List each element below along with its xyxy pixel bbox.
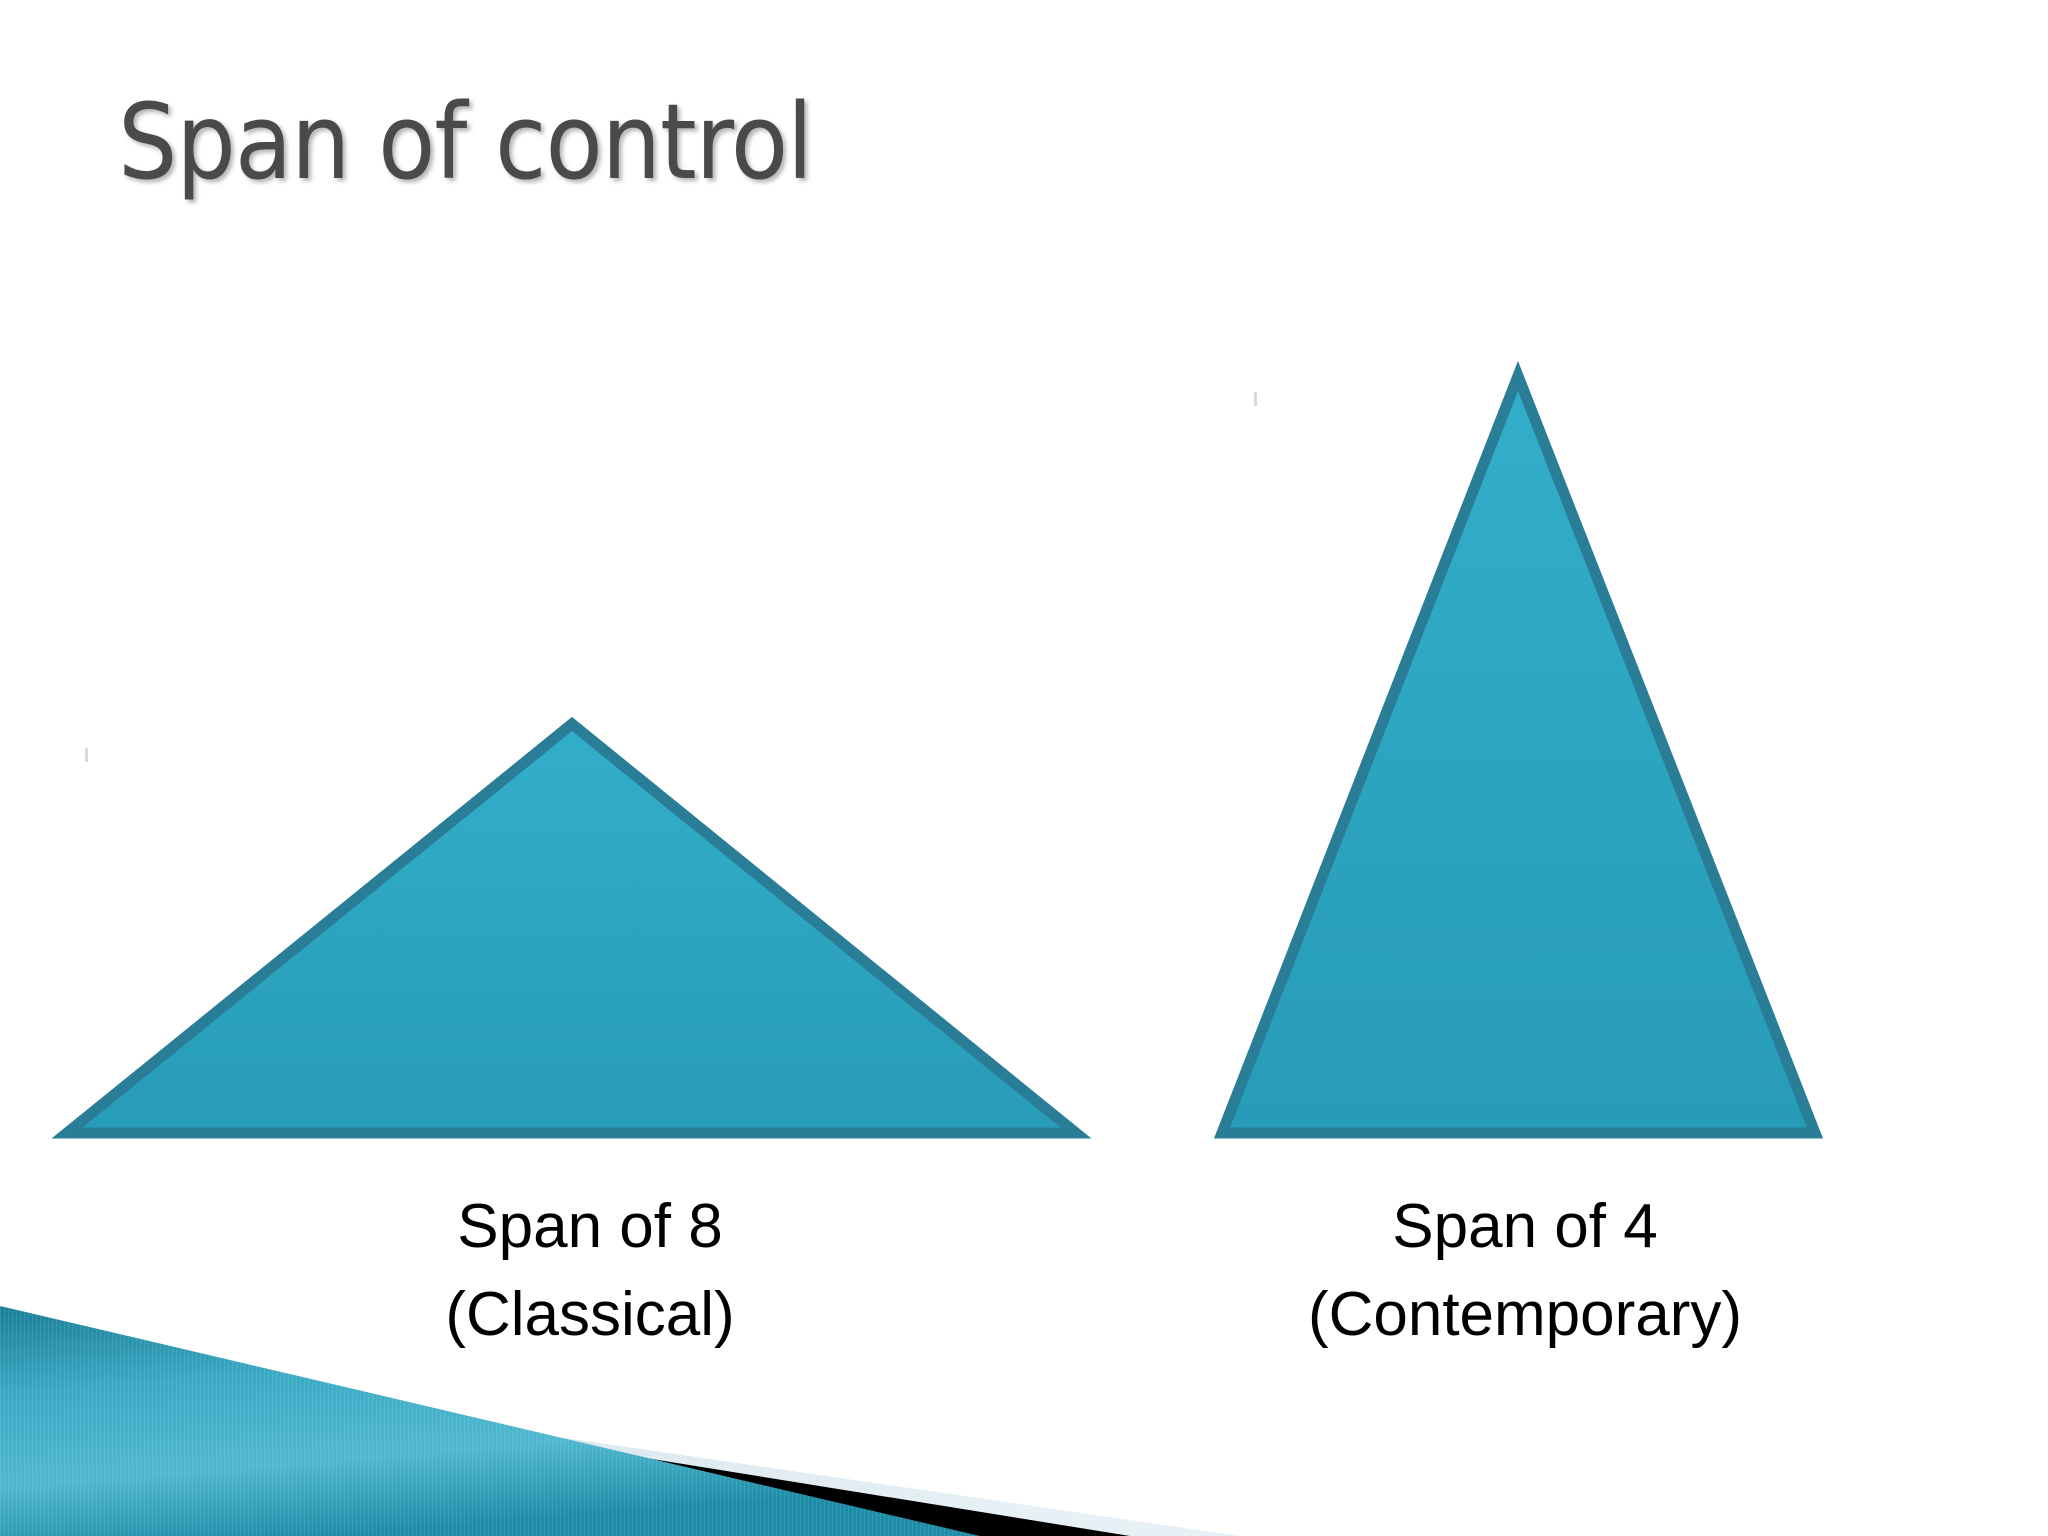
caption-left-line-2: (Classical) [445, 1280, 735, 1350]
span-of-4-triangle [1213, 360, 1824, 1139]
corner-pale-band [0, 1356, 1240, 1536]
caption-span-of-8: Span of 8 (Classical) [290, 1183, 890, 1359]
corner-black-stripe [0, 1354, 1130, 1536]
caption-left-line-1: Span of 8 [457, 1192, 723, 1261]
caption-right-line-1: Span of 4 [1392, 1192, 1658, 1261]
caption-span-of-4: Span of 4 (Contemporary) [1215, 1183, 1835, 1359]
span-of-8-triangle [51, 716, 1092, 1139]
page-title: Span of control [118, 81, 813, 203]
scan-speck [1254, 392, 1257, 406]
caption-right-line-2: (Contemporary) [1307, 1280, 1743, 1350]
scan-speck [85, 748, 88, 762]
